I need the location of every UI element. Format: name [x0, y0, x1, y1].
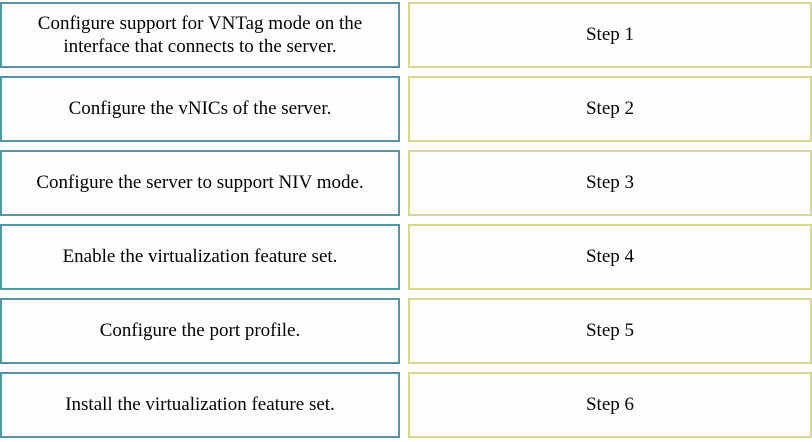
task-item-enable-virtualization[interactable]: Enable the virtualization feature set. — [0, 224, 400, 290]
step-slot-label: Step 3 — [585, 172, 635, 194]
task-item-label: Configure the vNICs of the server. — [68, 98, 332, 120]
task-item-vntag-mode[interactable]: Configure support for VNTag mode on the … — [0, 2, 400, 68]
step-slot-label: Step 6 — [585, 394, 635, 416]
task-item-label: Configure the port profile. — [99, 320, 301, 342]
task-item-label: Enable the virtualization feature set. — [62, 246, 338, 268]
step-slot-6[interactable]: Step 6 — [408, 372, 812, 438]
step-slot-label: Step 1 — [585, 24, 635, 46]
step-slot-4[interactable]: Step 4 — [408, 224, 812, 290]
task-item-vnics[interactable]: Configure the vNICs of the server. — [0, 76, 400, 142]
task-item-niv-mode[interactable]: Configure the server to support NIV mode… — [0, 150, 400, 216]
step-slot-5[interactable]: Step 5 — [408, 298, 812, 364]
step-slot-1[interactable]: Step 1 — [408, 2, 812, 68]
step-slot-label: Step 4 — [585, 246, 635, 268]
step-slot-2[interactable]: Step 2 — [408, 76, 812, 142]
task-item-label: Configure support for VNTag mode on the … — [37, 12, 363, 57]
task-item-install-virtualization[interactable]: Install the virtualization feature set. — [0, 372, 400, 438]
task-item-port-profile[interactable]: Configure the port profile. — [0, 298, 400, 364]
step-slot-label: Step 2 — [585, 98, 635, 120]
task-item-label: Configure the server to support NIV mode… — [36, 172, 364, 194]
step-slot-3[interactable]: Step 3 — [408, 150, 812, 216]
task-item-label: Install the virtualization feature set. — [65, 394, 335, 416]
step-slot-label: Step 5 — [585, 320, 635, 342]
